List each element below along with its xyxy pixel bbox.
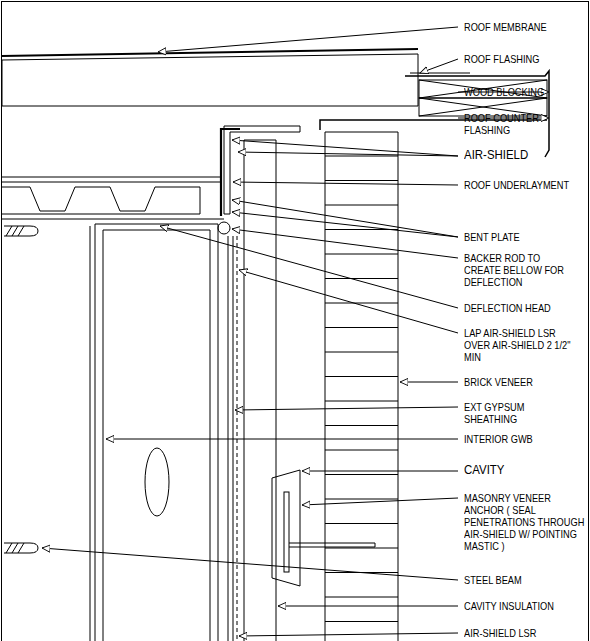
callout-label: ROOF FLASHING — [464, 53, 585, 65]
callout-label: CAVITY INSULATION — [464, 600, 585, 612]
air-shield — [221, 129, 240, 216]
mortar-joint — [325, 474, 398, 475]
callout-label: WOOD BLOCKING — [464, 86, 585, 98]
masonry-veneer-anchor — [272, 470, 375, 586]
roof-membrane — [2, 49, 418, 56]
steel-beam-flange — [4, 226, 38, 553]
mortar-joint — [325, 327, 398, 328]
stud-track — [103, 230, 210, 641]
mortar-joint — [325, 205, 398, 206]
mortar-joint — [325, 401, 398, 402]
callout-label: INTERIOR GWB — [464, 433, 585, 445]
callout-label: BACKER ROD TO CREATE BELLOW FOR DEFLECTI… — [464, 252, 570, 288]
mortar-joint — [325, 376, 398, 377]
mortar-joint — [325, 254, 398, 255]
mortar-joint — [325, 156, 398, 157]
callout-label: DEFLECTION HEAD — [464, 302, 585, 314]
callout-label: LAP AIR-SHIELD LSR OVER AIR-SHIELD 2 1/2… — [464, 327, 573, 363]
mortar-joint — [325, 621, 398, 622]
callout-label: AIR-SHIELD LSR — [464, 627, 585, 639]
callout-label: ROOF COUNTER FLASHING — [464, 112, 568, 136]
mortar-joint — [325, 597, 398, 598]
wood-blocking — [419, 80, 547, 116]
brick-veneer — [325, 132, 398, 641]
callout-label: ROOF UNDERLAYMENT — [464, 179, 585, 191]
flashing-lap — [410, 73, 470, 74]
callout-label: BENT PLATE — [464, 231, 585, 243]
bent-plate-base — [2, 219, 224, 220]
callout-label: MASONRY VENEER ANCHOR ( SEAL PENETRATION… — [464, 492, 585, 552]
mortar-joint — [325, 548, 398, 549]
callout-label: BRICK VENEER — [464, 376, 585, 388]
beam-web-opening — [145, 448, 169, 516]
mortar-joint — [325, 523, 398, 524]
callout-label: AIR-SHIELD — [464, 149, 585, 161]
mortar-joint — [325, 450, 398, 451]
backer-rod — [218, 222, 230, 234]
roof-underlayment — [2, 182, 222, 183]
mortar-joint — [325, 180, 398, 181]
stud-track — [95, 224, 218, 641]
mortar-joint — [325, 352, 398, 353]
callout-label: ROOF MEMBRANE — [464, 21, 585, 33]
callout-label: EXT GYPSUM SHEATHING — [464, 401, 570, 425]
metal-deck — [2, 187, 200, 214]
callout-label: STEEL BEAM — [464, 574, 585, 586]
mortar-joint — [325, 499, 398, 500]
mortar-joint — [325, 278, 398, 279]
mortar-joint — [325, 425, 398, 426]
interior-gwb — [90, 226, 91, 641]
callout-label: CAVITY — [464, 464, 585, 476]
roof-insulation — [2, 54, 418, 106]
mortar-joint — [325, 303, 398, 304]
roof-underlayment — [2, 177, 222, 178]
